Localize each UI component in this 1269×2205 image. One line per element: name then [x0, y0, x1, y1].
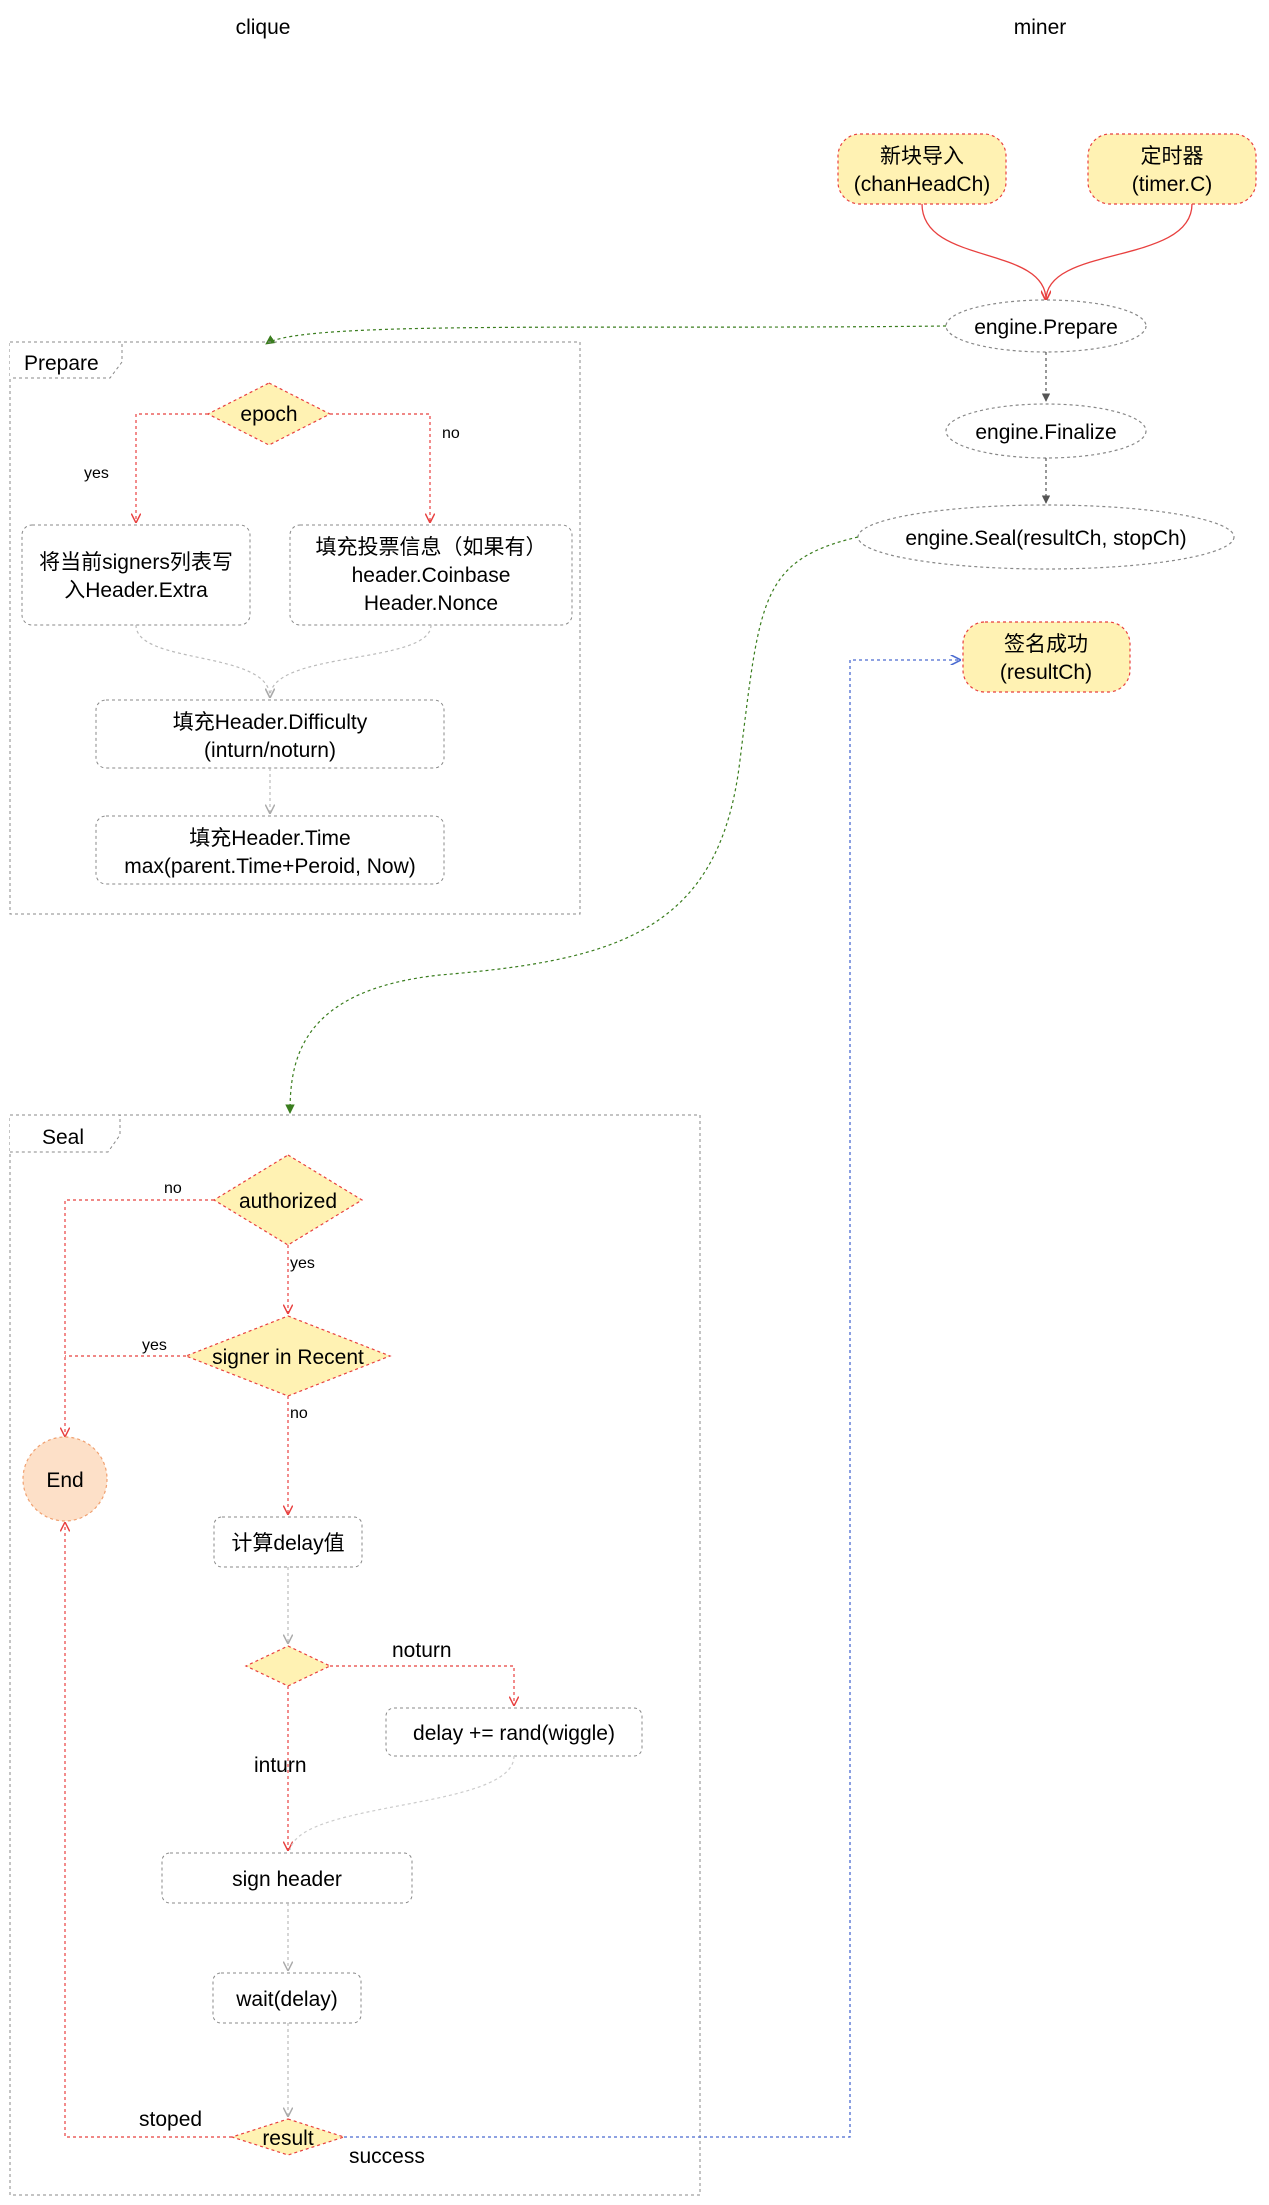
signed-success-label-line2: (resultCh): [1000, 661, 1092, 684]
fill-vote-line1: 填充投票信息（如果有）: [316, 536, 547, 559]
inturn-label: inturn: [254, 1754, 307, 1777]
fill-difficulty-line1: 填充Header.Difficulty: [173, 711, 368, 734]
prepare-group-title: Prepare: [24, 352, 99, 375]
timer-label-line1: 定时器: [1141, 145, 1204, 168]
signed-success-node: 签名成功 (resultCh): [962, 621, 1131, 693]
lane-title-clique: clique: [236, 16, 291, 39]
prepare-group: Prepare: [9, 341, 581, 915]
fill-vote-node: 填充投票信息（如果有） header.Coinbase Header.Nonce: [289, 524, 573, 626]
fill-time-node: 填充Header.Time max(parent.Time+Peroid, No…: [95, 815, 445, 885]
epoch-yes-label: yes: [84, 465, 109, 482]
result-label: result: [262, 2127, 314, 2150]
end-label: End: [46, 1469, 83, 1492]
signed-success-label-line1: 签名成功: [1004, 633, 1088, 656]
stoped-label: stoped: [139, 2108, 202, 2131]
engine-finalize-node: engine.Finalize: [945, 403, 1147, 459]
edge-result-success: [344, 660, 960, 2138]
authorized-label: authorized: [239, 1190, 337, 1213]
seal-group-title: Seal: [42, 1126, 84, 1149]
edge-wiggle-sign: [289, 1755, 515, 1851]
engine-prepare-node: engine.Prepare: [945, 299, 1147, 353]
end-node: End: [22, 1436, 108, 1522]
write-signers-line1: 将当前signers列表写: [39, 551, 233, 574]
calc-delay-node: 计算delay值: [213, 1516, 363, 1568]
edge-newblock-prepare: [921, 203, 1046, 300]
edge-epoch-yes: [136, 413, 208, 522]
delay-wiggle-node: delay += rand(wiggle): [385, 1707, 643, 1757]
turn-decision: [244, 1645, 332, 1687]
authorized-yes-label: yes: [290, 1255, 315, 1272]
engine-seal-node: engine.Seal(resultCh, stopCh): [857, 504, 1235, 570]
fill-difficulty-node: 填充Header.Difficulty (inturn/noturn): [95, 699, 445, 769]
edge-signers-difficulty: [135, 624, 270, 697]
fill-time-line2: max(parent.Time+Peroid, Now): [124, 855, 416, 878]
fill-vote-line3: Header.Nonce: [364, 592, 498, 615]
edge-prepare-to-prepare-group: [265, 325, 947, 345]
recent-yes-label: yes: [142, 1337, 167, 1354]
edge-timer-prepare: [1046, 203, 1193, 300]
epoch-decision: epoch: [206, 382, 332, 446]
seal-group: Seal: [9, 1114, 701, 2196]
signer-recent-decision: signer in Recent: [184, 1315, 392, 1397]
sign-header-node: sign header: [161, 1852, 413, 1904]
fill-vote-line2: header.Coinbase: [352, 564, 511, 587]
epoch-label: epoch: [240, 403, 297, 426]
noturn-label: noturn: [392, 1639, 452, 1662]
edge-vote-difficulty: [270, 624, 432, 697]
recent-no-label: no: [290, 1405, 308, 1422]
authorized-decision: authorized: [212, 1154, 364, 1246]
wait-delay-label: wait(delay): [235, 1988, 338, 2011]
epoch-no-label: no: [442, 425, 460, 442]
success-label: success: [349, 2145, 425, 2168]
wait-delay-node: wait(delay): [212, 1972, 362, 2024]
edge-authorized-no: [65, 1199, 214, 1436]
fill-time-line1: 填充Header.Time: [189, 827, 350, 850]
edge-result-stoped: [65, 1523, 232, 2138]
new-block-node: 新块导入 (chanHeadCh): [837, 133, 1007, 205]
new-block-label-line2: (chanHeadCh): [854, 173, 991, 196]
edge-noturn: [330, 1665, 514, 1705]
timer-label-line2: (timer.C): [1132, 173, 1213, 196]
authorized-no-label: no: [164, 1180, 182, 1197]
fill-difficulty-line2: (inturn/noturn): [204, 739, 336, 762]
lane-title-miner: miner: [1014, 16, 1067, 39]
edge-epoch-no: [330, 413, 430, 522]
calc-delay-label: 计算delay值: [231, 1532, 344, 1555]
signer-recent-label: signer in Recent: [212, 1346, 364, 1369]
timer-node: 定时器 (timer.C): [1087, 133, 1257, 205]
engine-seal-label: engine.Seal(resultCh, stopCh): [905, 527, 1186, 550]
sign-header-label: sign header: [232, 1868, 342, 1891]
new-block-label-line1: 新块导入: [880, 145, 964, 168]
engine-prepare-label: engine.Prepare: [974, 316, 1118, 339]
delay-wiggle-label: delay += rand(wiggle): [413, 1722, 615, 1745]
write-signers-node: 将当前signers列表写 入Header.Extra: [21, 524, 251, 626]
result-decision: result: [230, 2118, 346, 2156]
engine-finalize-label: engine.Finalize: [975, 421, 1116, 444]
write-signers-line2: 入Header.Extra: [64, 579, 208, 602]
